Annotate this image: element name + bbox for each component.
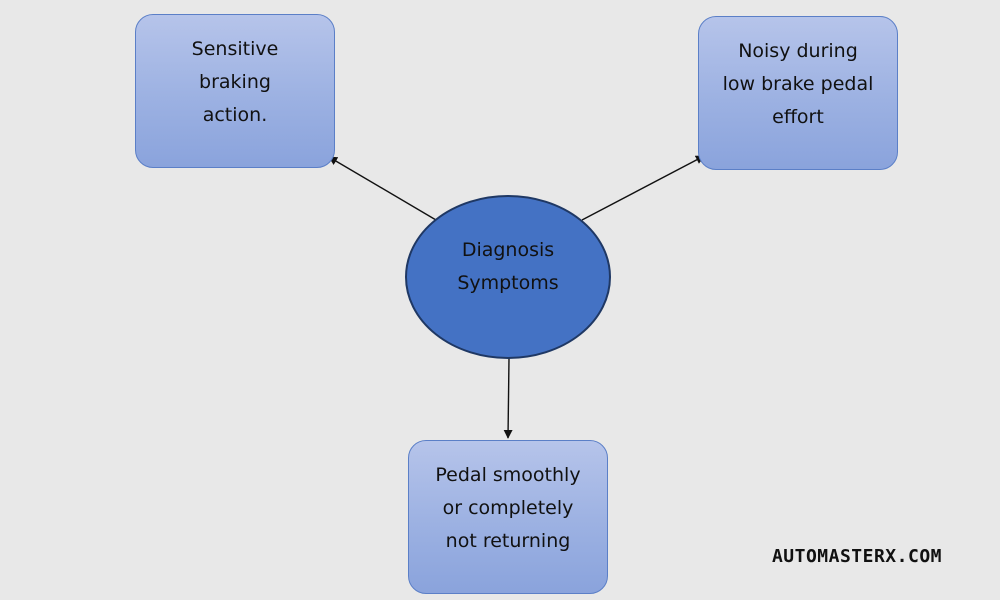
- symptom-box-right: Noisy during low brake pedal effort: [698, 16, 898, 170]
- symptom-left-line-3: action.: [202, 104, 268, 126]
- site-watermark: AUTOMASTERX.COM: [771, 546, 942, 567]
- symptom-bottom-line-2: or completely: [442, 497, 574, 519]
- symptom-bottom-line-3: not returning: [445, 530, 571, 552]
- symptom-bottom-line-1: Pedal smoothly: [435, 464, 581, 486]
- symptom-right-line-1: Noisy during: [738, 40, 858, 62]
- symptom-left-line-2: braking: [199, 71, 271, 93]
- arrow-to-bottom-box: [503, 357, 513, 439]
- symptom-right-line-3: effort: [772, 106, 824, 128]
- center-ellipse: [405, 195, 611, 359]
- symptom-right-line-2: low brake pedal: [722, 73, 874, 95]
- symptom-left-line-1: Sensitive: [191, 38, 279, 60]
- arrow-to-left-box: [328, 156, 437, 221]
- symptom-box-bottom: Pedal smoothly or completely not returni…: [408, 440, 608, 594]
- symptom-box-left: Sensitive braking action.: [135, 14, 335, 168]
- arrow-to-right-box: [581, 155, 705, 221]
